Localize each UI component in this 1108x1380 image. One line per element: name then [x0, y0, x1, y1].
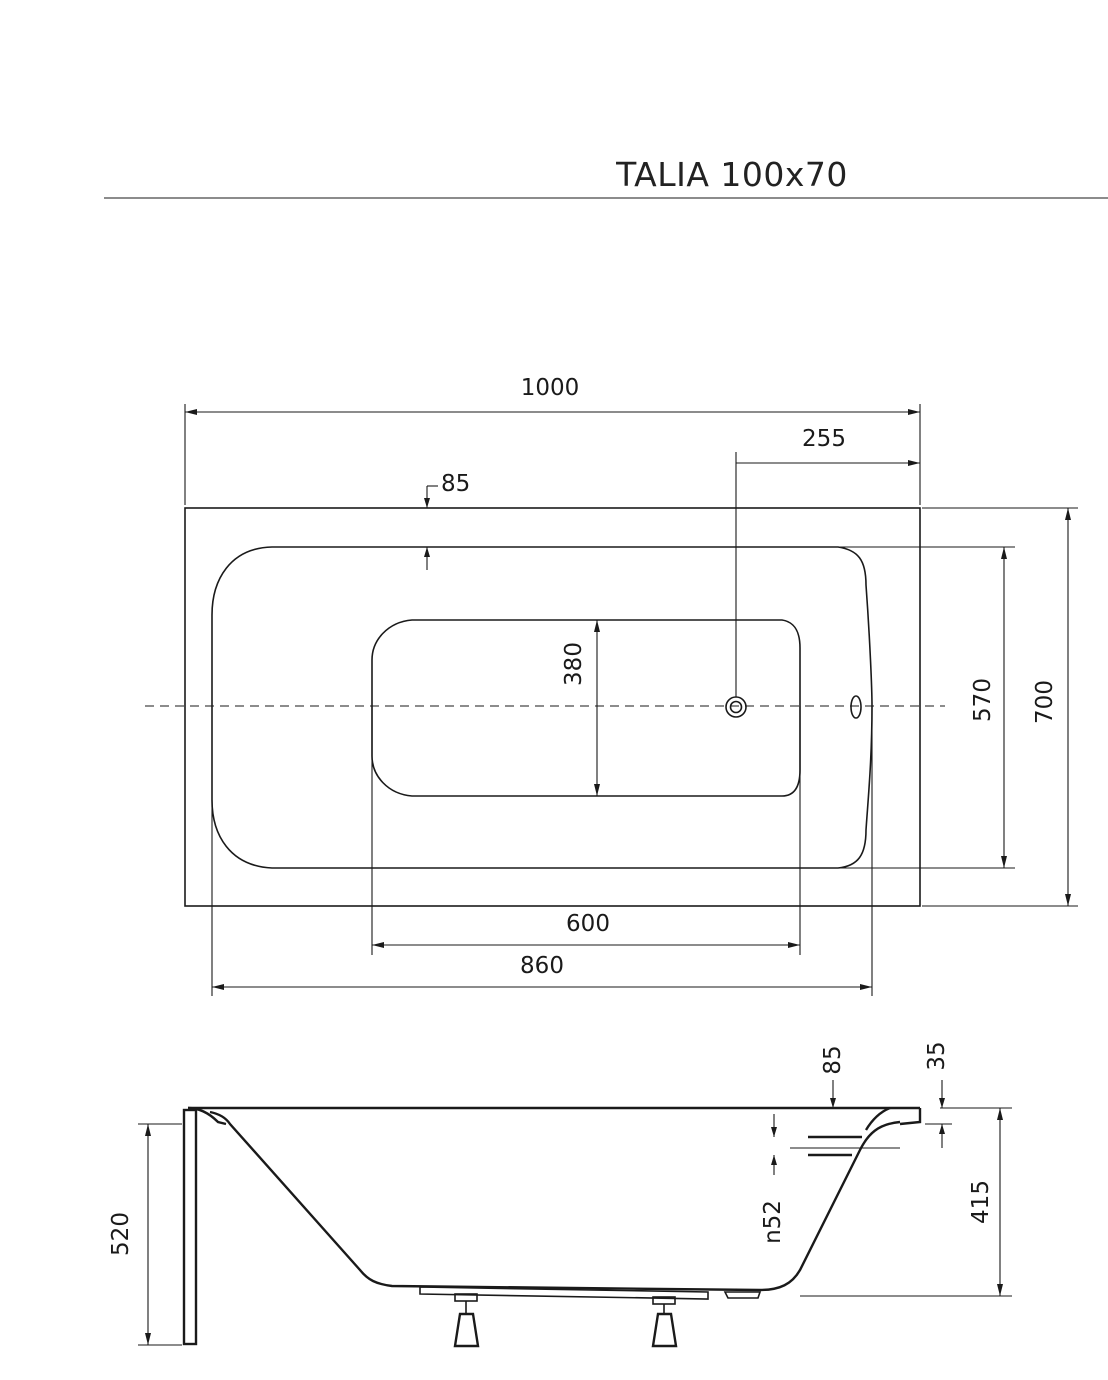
dim-overall-width: 700 — [1032, 680, 1058, 724]
overflow-hole — [850, 695, 862, 719]
base-board — [419, 1286, 709, 1300]
rim-right-edge — [899, 1108, 922, 1126]
dim-inner-length: 860 — [520, 953, 564, 979]
dim-depth: 415 — [968, 1180, 994, 1224]
leg-right — [651, 1296, 678, 1348]
front-panel — [182, 1108, 198, 1346]
dim-total-height: 520 — [108, 1212, 134, 1256]
drain-inner — [729, 700, 743, 714]
product-title: TALIA 100x70 — [615, 155, 848, 194]
dim-overflow: n52 — [760, 1200, 786, 1244]
basin-floor-outline — [371, 619, 801, 797]
dim-rim-thickness: 35 — [924, 1041, 950, 1070]
leg-left — [453, 1293, 480, 1348]
dim-basin-width: 380 — [561, 642, 587, 686]
dim-drain-offset: 255 — [802, 426, 846, 452]
dim-side-rim-width: 85 — [820, 1045, 846, 1074]
dim-rim-width: 85 — [441, 471, 470, 497]
bath-body-profile — [209, 1110, 901, 1292]
bath-right-inner — [864, 1106, 891, 1131]
dim-inner-width: 570 — [970, 678, 996, 722]
outer-rim-outline — [184, 507, 921, 907]
inner-basin-outline — [211, 546, 873, 869]
drain-outer — [725, 696, 747, 718]
plan-view: 1000 255 85 380 570 700 — [145, 375, 1078, 996]
side-view: 85 35 n52 415 520 — [108, 1041, 1012, 1348]
dim-overall-length: 1000 — [521, 375, 580, 401]
drain-fitting — [723, 1291, 762, 1299]
rim-left-curl — [187, 1106, 227, 1126]
dim-basin-length: 600 — [566, 911, 610, 937]
